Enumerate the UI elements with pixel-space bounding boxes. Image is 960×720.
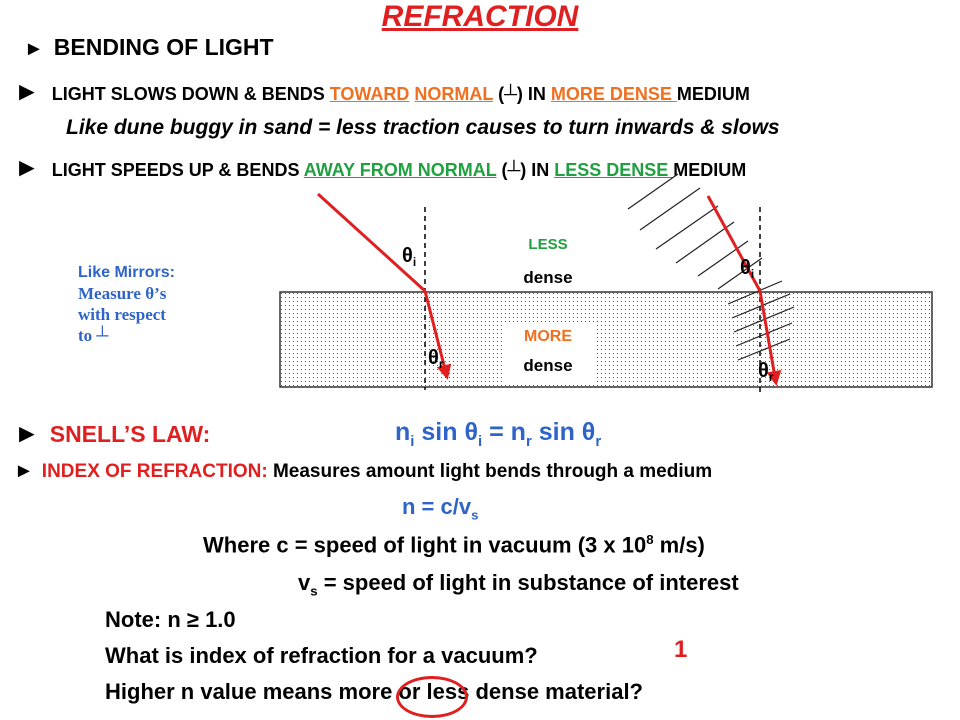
more-label: MORE: [524, 328, 572, 345]
bullet-slows-down: ►LIGHT SLOWS DOWN & BENDS TOWARD NORMAL …: [14, 76, 750, 107]
paren-close: ) IN: [516, 84, 551, 104]
index-formula: n = c/vs: [402, 494, 479, 523]
medium-text: MEDIUM: [676, 84, 750, 104]
page-title: REFRACTION: [381, 0, 579, 33]
theta-i-right: θi: [740, 257, 754, 281]
answer-vacuum: 1: [674, 636, 688, 663]
question-vacuum: What is index of refraction for a vacuum…: [105, 643, 538, 668]
bullet-icon: ►: [14, 418, 40, 448]
less-dense-label: dense: [523, 268, 572, 287]
bullet-speeds-up: ► LIGHT SPEEDS UP & BENDS AWAY FROM NORMA…: [14, 152, 746, 183]
bullet-icon: ►: [24, 38, 44, 60]
slows-text: LIGHT SLOWS DOWN & BENDS: [51, 84, 330, 104]
vs-line: vs = speed of light in substance of inte…: [298, 570, 739, 599]
paren-close: ) IN: [520, 160, 555, 180]
snells-law-equation: ni sin θi = nr sin θr: [395, 418, 602, 450]
paren-open: (: [493, 84, 505, 104]
where-c-line: Where c = speed of light in vacuum (3 x …: [203, 532, 705, 558]
mirror-note-line: to ┴: [78, 326, 109, 345]
less-dense-text: LESS DENSE: [554, 160, 674, 180]
dense-medium-block: [279, 291, 933, 388]
away-text: AWAY FROM NORMAL: [303, 160, 497, 180]
dune-buggy-text: Like dune buggy in sand = less traction …: [66, 116, 780, 139]
bullet-icon: ►: [14, 152, 40, 182]
perpendicular-icon: ┴: [504, 84, 517, 104]
wave-fronts-air: [627, 173, 763, 290]
perpendicular-icon: ┴: [507, 160, 521, 180]
theta-r-right: θr: [758, 360, 774, 384]
speeds-text: LIGHT SPEEDS UP & BENDS: [51, 160, 304, 180]
ray-left-refracted: [423, 290, 452, 380]
ior-description: Measures amount light bends through a me…: [267, 461, 713, 482]
ray-right-refracted: [758, 290, 782, 386]
mirror-note-line: with respect: [78, 305, 166, 324]
question-density: Higher n value means more or less dense …: [105, 679, 643, 704]
snell-label-text: SNELL’S LAW:: [49, 421, 211, 447]
mirror-note: Like Mirrors: Measure θ’s with respect t…: [78, 262, 218, 346]
bending-text: BENDING OF LIGHT: [53, 34, 274, 60]
snells-law-label: ► SNELL’S LAW:: [14, 418, 210, 449]
bullet-icon: ►: [14, 460, 34, 482]
more-dense-text: MORE DENSE: [550, 84, 677, 104]
mirror-note-line: Measure θ’s: [78, 284, 167, 303]
paren-open: (: [496, 160, 508, 180]
theta-r-left: θr: [428, 347, 444, 371]
more-dense-label: dense: [523, 356, 572, 375]
dense-medium-label-bg: [505, 322, 595, 382]
bullet-bending: ► BENDING OF LIGHT: [24, 34, 274, 61]
medium-text: MEDIUM: [673, 160, 747, 180]
less-label: LESS: [528, 236, 567, 253]
mirror-note-line: Like Mirrors:: [78, 264, 175, 281]
toward-text: TOWARD: [329, 84, 410, 104]
note-line: Note: n ≥ 1.0: [105, 607, 236, 632]
ray-right-incident: [706, 195, 762, 292]
answer-circle: [396, 676, 468, 718]
theta-i-left: θi: [402, 245, 416, 269]
index-of-refraction-line: ► INDEX OF REFRACTION: Measures amount li…: [14, 460, 712, 483]
bullet-icon: ►: [14, 76, 40, 106]
normal-text: NORMAL: [414, 84, 494, 104]
ior-label: INDEX OF REFRACTION:: [41, 461, 268, 482]
ray-left-incident: [316, 192, 427, 293]
